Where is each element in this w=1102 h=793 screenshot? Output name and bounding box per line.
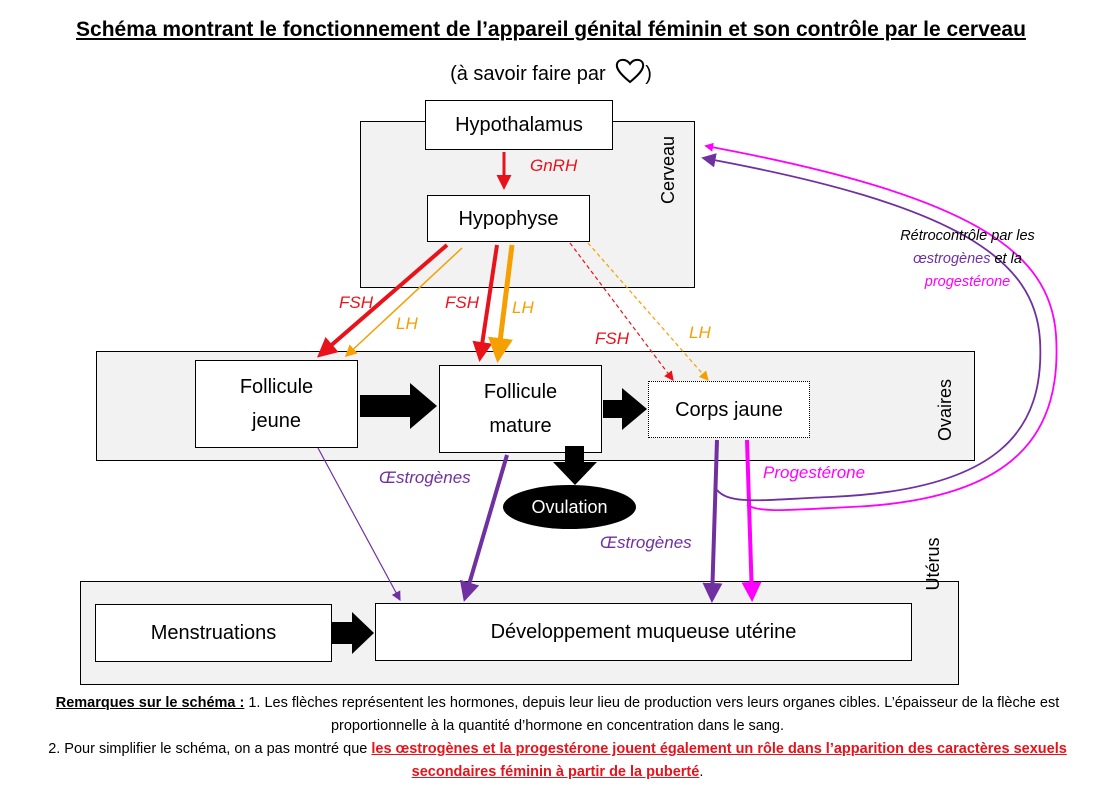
arrow-fsh-follicule-mature <box>472 244 499 362</box>
follicule-jeune-line1: Follicule <box>239 376 314 398</box>
arrow-fsh-follicule-jeune <box>316 243 449 358</box>
label-retrocontrole: Rétrocontrôle par les œstrogènes et la p… <box>880 225 1055 294</box>
block-arrow-ovulation <box>553 446 597 485</box>
retro-oestrogenes: œstrogènes <box>913 251 991 267</box>
box-follicule-jeune: Follicule jeune <box>195 360 358 448</box>
arrow-lh-follicule-jeune <box>344 247 463 358</box>
arrow-fsh-corps-jaune <box>569 242 674 381</box>
retro-line2: œstrogènes et la <box>880 248 1055 271</box>
box-menstruations: Menstruations <box>95 604 332 662</box>
follicule-mature-line2: mature <box>489 415 552 437</box>
arrow-oestrogenes-follicule-mature <box>459 454 509 602</box>
label-fsh-3: FSH <box>595 329 629 348</box>
remarks-p2-start: 2. Pour simplifier le schéma, on a pas m… <box>48 741 372 757</box>
label-gnrh: GnRH <box>530 156 578 175</box>
label-oestrogenes-1: Œstrogènes <box>379 468 471 487</box>
label-fsh-1: FSH <box>339 293 373 312</box>
box-hypothalamus: Hypothalamus <box>425 100 613 150</box>
arrow-retrocontrole-progesterone <box>704 142 1058 512</box>
retro-line1: Rétrocontrôle par les <box>900 228 1035 244</box>
label-oestrogenes-2: Œstrogènes <box>600 533 692 552</box>
label-fsh-2: FSH <box>445 293 479 312</box>
remarks-p2-end: . <box>699 764 704 780</box>
label-lh-1: LH <box>396 314 418 333</box>
arrow-oestrogenes-corps-jaune <box>702 439 723 603</box>
box-hypophyse: Hypophyse <box>427 195 590 242</box>
subtitle-close: ) <box>645 63 652 85</box>
remarks-paragraph-1: Remarques sur le schéma : 1. Les flèches… <box>20 692 1095 738</box>
diagram-title: Schéma montrant le fonctionnement de l’a… <box>76 18 1026 41</box>
block-arrow-mature-corps <box>603 388 647 430</box>
diagram-subtitle: (à savoir faire par ) <box>0 58 1102 90</box>
box-developpement-muqueuse: Développement muqueuse utérine <box>375 603 912 661</box>
retro-et-la: et la <box>990 251 1022 267</box>
label-lh-3: LH <box>689 323 711 342</box>
arrow-lh-follicule-mature <box>488 244 515 363</box>
block-arrow-menstruations <box>332 612 374 654</box>
label-progesterone: Progestérone <box>763 463 866 482</box>
remarks-p1: 1. Les flèches représentent les hormones… <box>244 695 1060 734</box>
label-lh-2: LH <box>512 298 534 317</box>
arrow-progesterone-corps-jaune <box>741 439 762 602</box>
arrow-oestrogenes-follicule-jeune <box>317 447 401 602</box>
arrow-retrocontrole-oestrogenes <box>701 153 1042 502</box>
subtitle-text: (à savoir faire par <box>450 63 606 85</box>
remarks-p2-emph: les œstrogènes et la progestérone jouent… <box>371 741 1067 780</box>
remarks-title: Remarques sur le schéma : <box>55 695 245 711</box>
arrow-lh-corps-jaune <box>587 242 709 381</box>
block-arrow-jeune-mature <box>360 383 437 429</box>
remarks-paragraph-2: 2. Pour simplifier le schéma, on a pas m… <box>20 738 1095 784</box>
box-follicule-mature: Follicule mature <box>439 365 602 453</box>
heart-outline-icon <box>615 58 645 90</box>
remarks-block: Remarques sur le schéma : 1. Les flèches… <box>20 692 1095 784</box>
ovulation-ellipse: Ovulation <box>503 485 636 529</box>
retro-line3: progestérone <box>924 274 1011 290</box>
follicule-jeune-line2: jeune <box>252 410 301 432</box>
follicule-mature-line1: Follicule <box>483 381 558 403</box>
box-corps-jaune: Corps jaune <box>648 381 810 438</box>
